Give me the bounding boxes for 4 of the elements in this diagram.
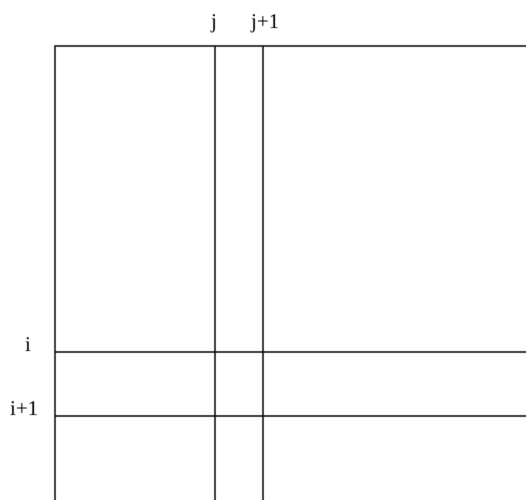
column-index-label: j+1 xyxy=(251,10,280,32)
row-index-label: i+1 xyxy=(10,397,38,419)
column-index-label: j xyxy=(211,10,217,32)
row-index-label: i xyxy=(25,333,31,355)
